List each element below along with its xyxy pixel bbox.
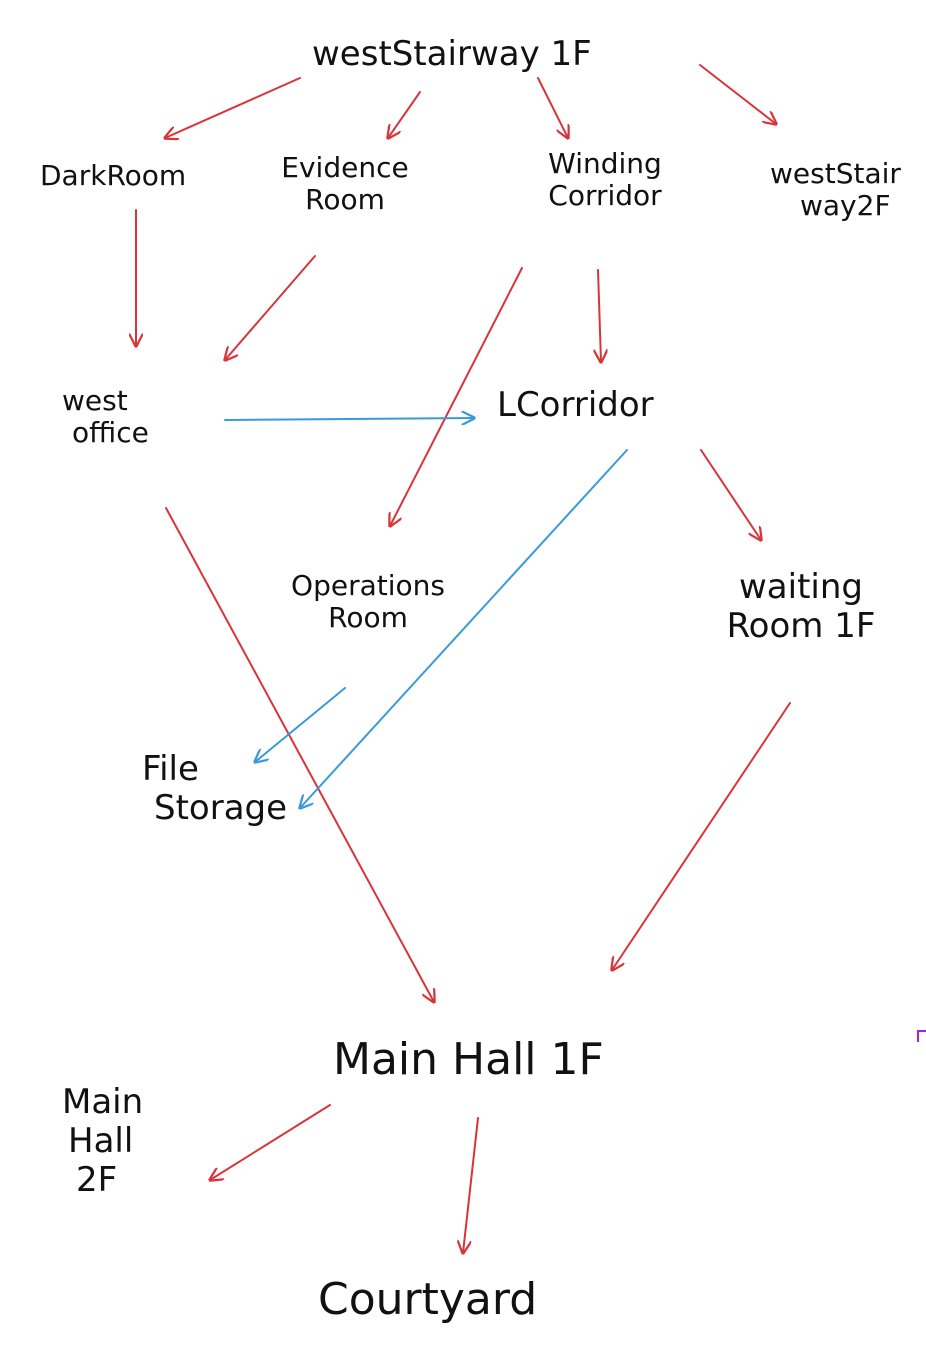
- node-label-line-1: waiting: [739, 567, 863, 607]
- node-label: Courtyard: [318, 1274, 538, 1325]
- stray-ink-mark: [917, 1030, 926, 1042]
- node-main-hall-1f: Main Hall 1F: [333, 1034, 604, 1086]
- node-west-stairway-2f: westStair way2F: [770, 157, 901, 223]
- node-winding-corridor: Winding Corridor: [525, 147, 685, 213]
- edge-l-corridor-to-file-storage: [300, 449, 628, 808]
- node-label-line-2: Hall: [68, 1121, 134, 1162]
- node-label-line-2: Room 1F: [726, 606, 876, 647]
- node-label-line-2: Corridor: [548, 179, 662, 213]
- node-label-line-1: Winding: [548, 147, 662, 180]
- edge-west-office-to-main-hall-1f: [165, 507, 434, 1002]
- node-label: DarkRoom: [40, 159, 187, 192]
- edge-waiting-room-1f-to-main-hall-1f: [612, 702, 791, 970]
- node-operations-room: Operations Room: [268, 569, 468, 635]
- node-label-line-2: office: [72, 416, 149, 450]
- edge-l-corridor-to-waiting-room-1f: [700, 449, 761, 540]
- edge-west-office-to-l-corridor: [224, 418, 474, 420]
- node-label-line-1: west: [62, 384, 128, 417]
- edge-evidence-room-to-west-office: [225, 255, 316, 360]
- node-label-line-1: Operations: [291, 569, 445, 602]
- node-main-hall-2f: Main Hall 2F: [62, 1082, 144, 1201]
- node-dark-room: DarkRoom: [40, 159, 187, 192]
- node-l-corridor: LCorridor: [497, 385, 654, 425]
- node-label: Main Hall 1F: [333, 1034, 604, 1085]
- node-label-line-3: 2F: [76, 1160, 118, 1201]
- node-label-line-2: Storage: [154, 788, 288, 829]
- node-label-line-1: Evidence: [281, 151, 409, 184]
- node-west-stairway-1f: westStairway 1F: [312, 34, 592, 74]
- node-waiting-room-1f: waiting Room 1F: [686, 567, 916, 647]
- node-label: westStairway 1F: [312, 34, 592, 74]
- edge-west-stairway-1f-to-evidence-room: [388, 91, 421, 138]
- node-west-office: west office: [62, 384, 149, 450]
- node-label-line-2: Room: [305, 183, 385, 217]
- edge-west-stairway-1f-to-winding-corridor: [537, 77, 568, 138]
- node-label-line-2: way2F: [800, 189, 891, 223]
- node-label-line-1: File: [142, 749, 199, 789]
- node-label-line-1: westStair: [770, 157, 901, 190]
- edge-winding-corridor-to-operations-room: [390, 267, 523, 526]
- node-label-line-2: Room: [328, 601, 408, 635]
- edge-winding-corridor-to-l-corridor: [598, 269, 601, 362]
- edge-main-hall-1f-to-main-hall-2f: [210, 1104, 331, 1180]
- node-label: LCorridor: [497, 385, 654, 425]
- edge-west-stairway-1f-to-west-stairway-2f: [699, 64, 776, 124]
- node-evidence-room: Evidence Room: [270, 151, 420, 217]
- edge-main-hall-1f-to-courtyard: [463, 1117, 479, 1253]
- edge-operations-room-to-file-storage: [255, 687, 346, 762]
- node-file-storage: File Storage: [142, 749, 288, 829]
- edge-west-stairway-1f-to-dark-room: [165, 77, 301, 138]
- node-courtyard: Courtyard: [318, 1274, 538, 1326]
- node-label-line-1: Main: [62, 1082, 144, 1122]
